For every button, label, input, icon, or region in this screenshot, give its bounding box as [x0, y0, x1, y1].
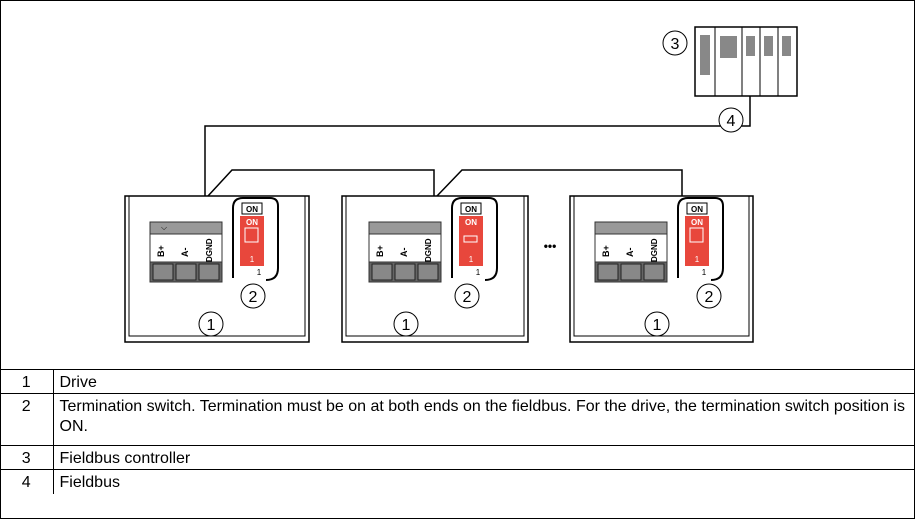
terminal-block-3: B+ A- DGND [594, 221, 668, 283]
callout-3: 3 [662, 30, 688, 56]
svg-text:1: 1 [402, 317, 411, 334]
legend-row: 4 Fieldbus [0, 469, 914, 494]
svg-text:DGND: DGND [650, 238, 659, 262]
svg-text:3: 3 [671, 36, 680, 53]
drive-3: B+ A- DGND ON ON 1 1 2 1 [569, 195, 754, 343]
drive-1: ⌵ B+ A- DGND ON ON 1 1 2 1 [124, 195, 310, 343]
svg-text:B+: B+ [375, 245, 385, 257]
callout-2-drive-1: 2 [240, 283, 266, 309]
svg-text:DGND: DGND [205, 238, 214, 262]
terminal-block-1: ⌵ B+ A- DGND [149, 221, 223, 283]
legend-number: 4 [0, 469, 54, 494]
legend-row: 1 Drive [0, 369, 914, 394]
legend-table: 1 Drive 2 Termination switch. Terminatio… [0, 369, 914, 494]
svg-text:1: 1 [476, 268, 481, 277]
legend-text: Fieldbus controller [53, 445, 914, 470]
svg-text:A-: A- [399, 248, 409, 258]
callout-2-drive-2: 2 [454, 283, 480, 309]
svg-text:ON: ON [691, 205, 703, 214]
terminal-block-2: B+ A- DGND [368, 221, 442, 283]
svg-text:2: 2 [705, 289, 714, 306]
svg-text:DGND: DGND [424, 238, 433, 262]
svg-text:1: 1 [469, 255, 474, 264]
svg-text:ON: ON [465, 218, 477, 227]
legend-text: Fieldbus [53, 469, 914, 494]
svg-text:1: 1 [250, 255, 255, 264]
termination-switch-1: ON ON 1 1 [232, 197, 279, 281]
more-drives-ellipsis: ••• [544, 239, 557, 253]
legend-number: 1 [0, 369, 54, 394]
svg-text:ON: ON [246, 218, 258, 227]
svg-text:ON: ON [246, 205, 258, 214]
svg-text:1: 1 [695, 255, 700, 264]
svg-text:1: 1 [653, 317, 662, 334]
legend-row: 3 Fieldbus controller [0, 445, 914, 470]
callout-1-drive-3: 1 [644, 311, 670, 337]
legend-row: 2 Termination switch. Termination must b… [0, 393, 914, 446]
svg-text:A-: A- [180, 248, 190, 258]
svg-text:A-: A- [625, 248, 635, 258]
svg-text:1: 1 [257, 268, 262, 277]
legend-text: Termination switch. Termination must be … [53, 393, 914, 446]
svg-text:ON: ON [465, 205, 477, 214]
legend-text: Drive [53, 369, 914, 394]
callout-2-drive-3: 2 [696, 283, 722, 309]
svg-text:2: 2 [249, 289, 258, 306]
callout-1-drive-1: 1 [198, 311, 224, 337]
termination-switch-3: ON ON 1 1 [677, 197, 724, 281]
svg-text:•••: ••• [544, 239, 557, 253]
fieldbus-controller [694, 26, 798, 97]
svg-text:B+: B+ [601, 245, 611, 257]
legend-number: 2 [0, 393, 54, 446]
svg-text:2: 2 [463, 289, 472, 306]
svg-text:4: 4 [727, 113, 736, 130]
termination-switch-2: ON ON 1 1 [451, 197, 498, 281]
fieldbus-wiring-diagram: 3 4 ⌵ B+ A- DGND ON ON [124, 26, 798, 343]
callout-4: 4 [718, 107, 744, 133]
drive-2: B+ A- DGND ON ON 1 1 2 1 [341, 195, 529, 343]
legend-number: 3 [0, 445, 54, 470]
svg-text:1: 1 [702, 268, 707, 277]
callout-1-drive-2: 1 [393, 311, 419, 337]
svg-text:1: 1 [207, 317, 216, 334]
svg-text:ON: ON [691, 218, 703, 227]
svg-text:⌵: ⌵ [161, 223, 167, 232]
fieldbus-cable [204, 96, 751, 197]
svg-text:B+: B+ [156, 245, 166, 257]
